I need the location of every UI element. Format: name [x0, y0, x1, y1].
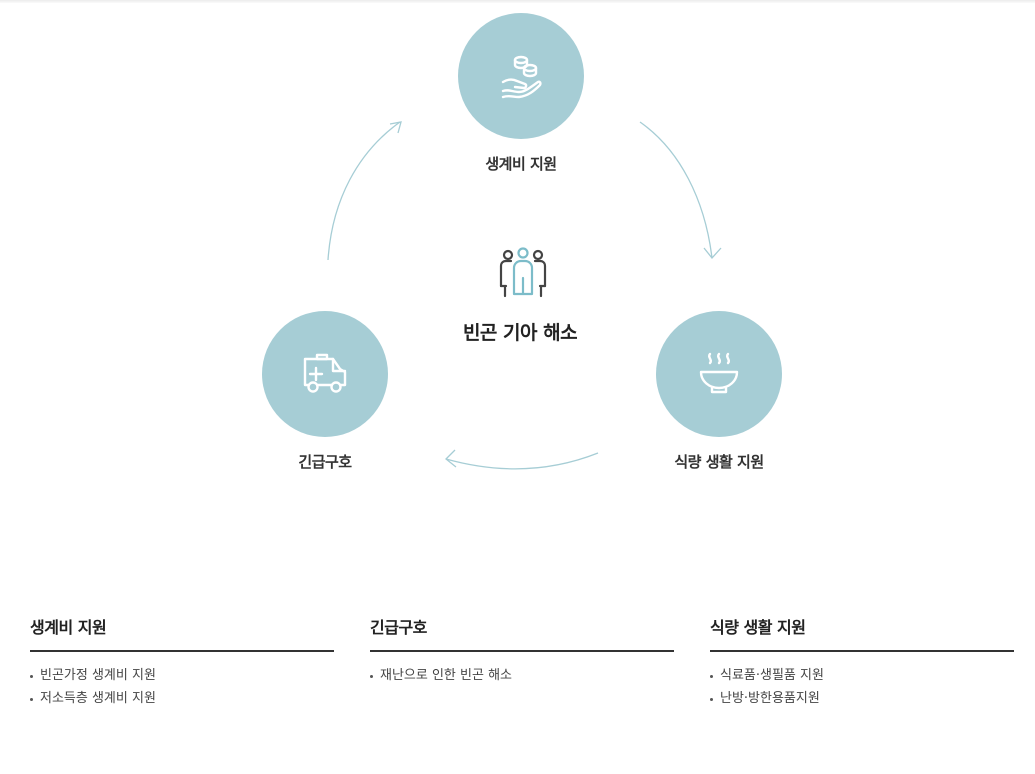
column-title: 생계비 지원 — [30, 614, 334, 652]
node-label-food-support: 식량 생활 지원 — [674, 453, 764, 471]
node-label-emergency-relief: 긴급구호 — [298, 453, 352, 471]
column-list: 식료품·생필품 지원 난방·방한용품지원 — [710, 664, 1014, 710]
node-circle-living-cost — [458, 13, 584, 139]
node-circle-emergency-relief — [262, 311, 388, 437]
ambulance-icon — [303, 353, 347, 393]
arrowhead-right-to-left — [445, 449, 457, 468]
cycle-arrows — [327, 121, 722, 470]
arrowhead-top-to-right — [703, 247, 722, 260]
list-item: 식료품·생필품 지원 — [710, 664, 1014, 687]
cycle-diagram: 생계비 지원 긴급구호 식량 생활 지원 빈곤 기아 해소 — [262, 13, 782, 471]
arrow-top-to-right — [639, 121, 713, 259]
column-living-cost: 생계비 지원 빈곤가정 생계비 지원 저소득층 생계비 지원 — [30, 614, 334, 710]
column-list: 빈곤가정 생계비 지원 저소득층 생계비 지원 — [30, 664, 334, 710]
hot-bowl-icon — [699, 352, 739, 394]
center-title: 빈곤 기아 해소 — [462, 322, 578, 344]
column-title: 식량 생활 지원 — [710, 614, 1014, 652]
arrow-left-to-top — [327, 121, 401, 261]
column-emergency-relief: 긴급구호 재난으로 인한 빈곤 해소 — [370, 614, 674, 687]
arrowhead-left-to-top — [389, 121, 402, 134]
column-food-support: 식량 생활 지원 식료품·생필품 지원 난방·방한용품지원 — [710, 614, 1014, 710]
list-item: 난방·방한용품지원 — [710, 687, 1014, 710]
column-list: 재난으로 인한 빈곤 해소 — [370, 664, 674, 687]
node-label-living-cost: 생계비 지원 — [485, 155, 557, 173]
arrow-right-to-left — [445, 452, 599, 470]
column-title: 긴급구호 — [370, 614, 674, 652]
node-circle-food-support — [656, 311, 782, 437]
top-border — [0, 0, 1035, 3]
list-item: 저소득층 생계비 지원 — [30, 687, 334, 710]
list-item: 재난으로 인한 빈곤 해소 — [370, 664, 674, 687]
people-group-icon — [499, 247, 547, 298]
hand-coins-icon — [501, 55, 542, 99]
list-item: 빈곤가정 생계비 지원 — [30, 664, 334, 687]
